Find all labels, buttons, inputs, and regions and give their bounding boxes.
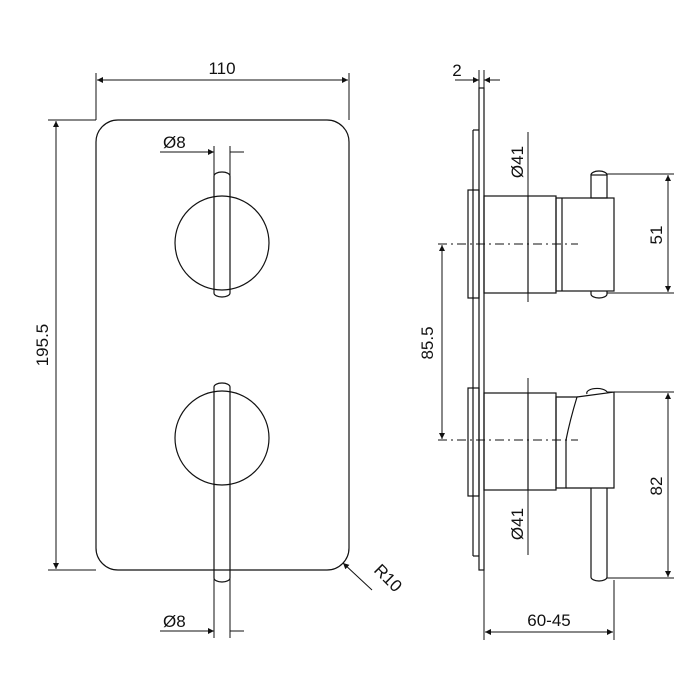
corner-radius-label: R10 xyxy=(370,560,405,595)
front-view xyxy=(95,119,350,583)
side-view xyxy=(467,87,615,582)
wall-body xyxy=(467,129,480,557)
plate-profile xyxy=(478,87,485,571)
height-label: 195.5 xyxy=(33,324,52,367)
bottom-knob xyxy=(174,382,270,583)
side-dimensions xyxy=(439,70,674,640)
center-lines xyxy=(438,243,578,441)
top-pin-diameter-label: Ø8 xyxy=(163,133,186,152)
bottom-body-diameter-label: Ø41 xyxy=(508,508,527,540)
plate-thickness-label: 2 xyxy=(452,61,461,80)
side-labels: 2 Ø41 Ø41 85.5 51 82 60-45 xyxy=(418,61,666,630)
bottom-pin-diameter-label: Ø8 xyxy=(163,612,186,631)
front-dimensions xyxy=(48,73,373,638)
top-height-label: 51 xyxy=(647,226,666,245)
cover-plate xyxy=(95,119,350,571)
spacing-label: 85.5 xyxy=(418,326,437,359)
bottom-cartridge xyxy=(483,387,615,582)
top-body-diameter-label: Ø41 xyxy=(508,146,527,178)
top-cartridge xyxy=(483,170,615,299)
front-labels: 110 195.5 Ø8 Ø8 R10 xyxy=(33,59,406,631)
width-label: 110 xyxy=(208,59,235,78)
corner-radius-leader xyxy=(342,562,373,591)
depth-label: 60-45 xyxy=(527,611,570,630)
top-knob xyxy=(174,171,270,298)
bottom-height-label: 82 xyxy=(647,477,666,496)
